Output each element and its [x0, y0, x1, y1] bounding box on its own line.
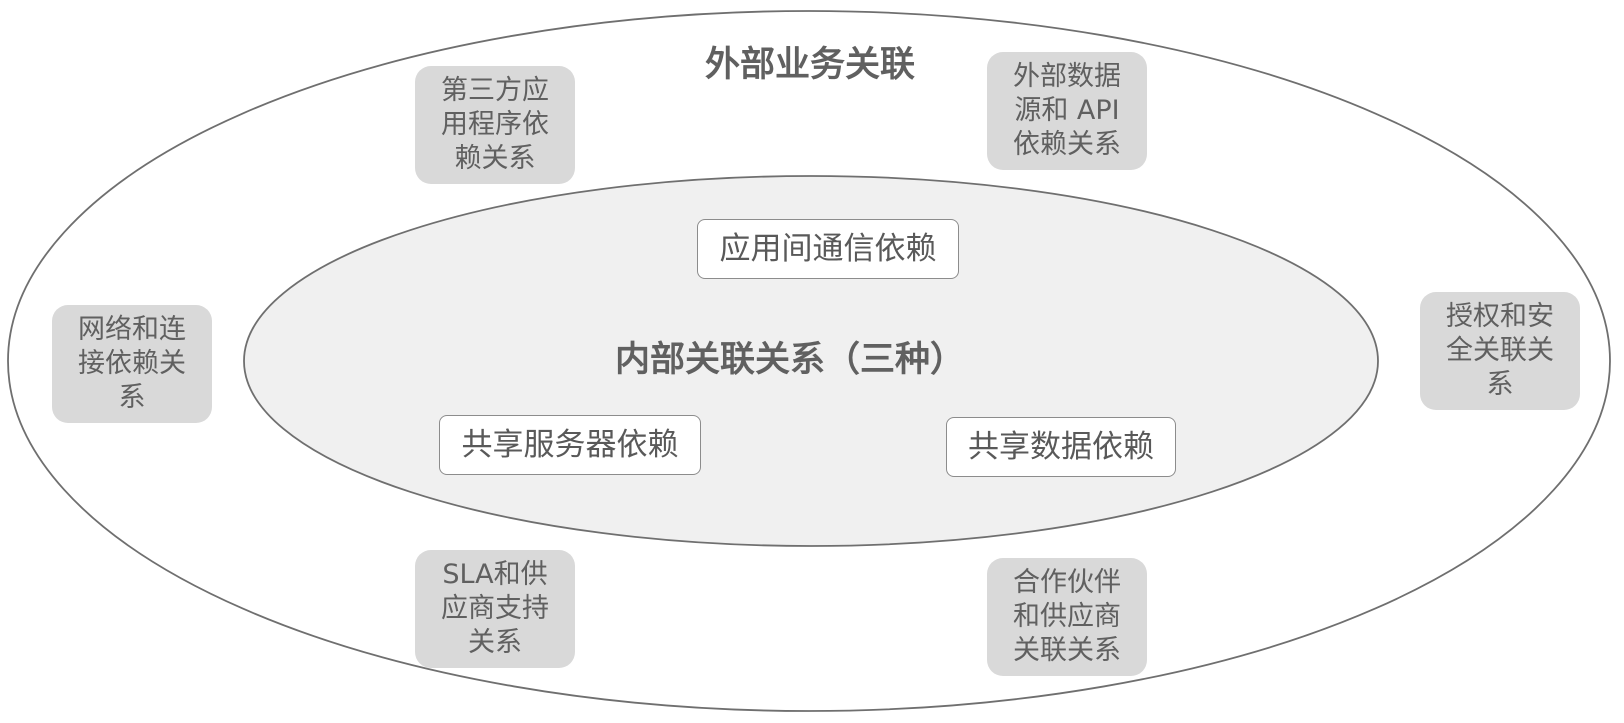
external-item-authorization-security-relation: 授权和安 全关联关 系	[1420, 292, 1580, 410]
outer-title: 外部业务关联	[704, 45, 915, 85]
external-item-label: 授权和安 全关联关 系	[1446, 301, 1554, 400]
external-item-external-data-api-dependency: 外部数据 源和 API 依赖关系	[987, 52, 1147, 170]
external-item-partner-vendor-relation: 合作伙伴 和供应商 关联关系	[987, 558, 1147, 676]
external-item-third-party-app-dependency: 第三方应 用程序依 赖关系	[415, 66, 575, 184]
internal-item-label: 共享数据依赖	[968, 429, 1154, 465]
internal-item-label: 应用间通信依赖	[719, 231, 937, 267]
internal-item-shared-data-dependency: 共享数据依赖	[946, 417, 1176, 477]
external-item-label: SLA和供 应商支持 关系	[441, 559, 549, 658]
external-item-label: 网络和连 接依赖关 系	[78, 314, 186, 413]
external-item-label: 第三方应 用程序依 赖关系	[441, 75, 549, 174]
internal-item-app-communication-dependency: 应用间通信依赖	[697, 219, 959, 279]
internal-item-label: 共享服务器依赖	[461, 427, 679, 463]
external-item-label: 合作伙伴 和供应商 关联关系	[1013, 567, 1121, 666]
inner-title: 内部关联关系（三种）	[614, 340, 965, 380]
external-item-sla-vendor-support-relation: SLA和供 应商支持 关系	[415, 550, 575, 668]
internal-item-shared-server-dependency: 共享服务器依赖	[439, 415, 701, 475]
external-item-network-connection-dependency: 网络和连 接依赖关 系	[52, 305, 212, 423]
external-item-label: 外部数据 源和 API 依赖关系	[1013, 61, 1121, 160]
